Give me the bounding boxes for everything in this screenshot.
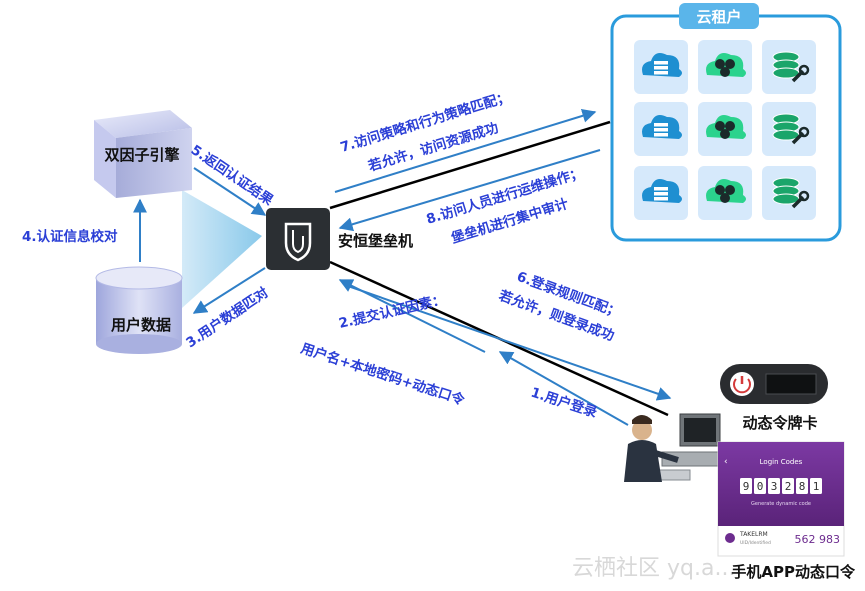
database-wrench-icon xyxy=(762,40,816,94)
user-at-computer-illustration xyxy=(624,413,727,482)
flow-arrows xyxy=(133,109,672,426)
dynamic-token-card: 动态令牌卡 xyxy=(720,364,828,432)
step-4-label: 4.认证信息校对 xyxy=(22,228,118,245)
shield-icon xyxy=(284,222,312,262)
cloud-server-icon xyxy=(634,40,688,94)
code-digit: 8 xyxy=(799,480,806,493)
cloud-hex-icon xyxy=(698,166,752,220)
bastion-host: 安恒堡垒机 xyxy=(266,208,413,270)
code-digit-box xyxy=(796,478,808,494)
person-head xyxy=(632,420,652,440)
code-digit-box xyxy=(810,478,822,494)
arrow-step-3 xyxy=(192,267,266,314)
step-2-label-line2: 用户名+本地密码+动态口令 xyxy=(299,340,467,409)
code-digit-box xyxy=(782,478,794,494)
code-digit-box xyxy=(740,478,752,494)
bastion-to-cloud-line xyxy=(329,120,611,210)
cloud-tenant-panel: 云租户 xyxy=(610,3,842,242)
code-digit-box xyxy=(768,478,780,494)
token-card-label: 动态令牌卡 xyxy=(742,414,817,432)
arrow-step-7 xyxy=(334,109,597,193)
arrow-step-1 xyxy=(498,351,629,426)
database-wrench-icon xyxy=(762,102,816,156)
mobile-app-label: 手机APP动态口令 xyxy=(731,563,856,581)
arrow-step-8 xyxy=(338,149,601,232)
arrow-step-5 xyxy=(193,167,267,216)
watermark: 云栖社区 yq.a... xyxy=(572,556,735,581)
code-digit: 3 xyxy=(771,480,778,493)
cloud-tenant-title: 云租户 xyxy=(696,8,741,26)
two-factor-engine-cube: 双因子引擎 xyxy=(94,110,192,198)
arrow-step-6 xyxy=(344,284,672,401)
arrow-step-2 xyxy=(338,279,486,353)
app-header: Login Codes xyxy=(760,458,803,466)
account-code: 562 983 xyxy=(795,533,841,546)
code-digit: 2 xyxy=(785,480,792,493)
account-name: TAKELRM xyxy=(739,531,768,538)
code-digit: 9 xyxy=(743,480,750,493)
bastion-label: 安恒堡垒机 xyxy=(338,232,413,250)
cloud-tenant-badge xyxy=(679,3,759,29)
cloud-hex-icon xyxy=(698,40,752,94)
user-database-cylinder: 用户数据 xyxy=(95,266,183,354)
cloud-server-icon xyxy=(634,102,688,156)
database-wrench-icon xyxy=(762,166,816,220)
beam-shape xyxy=(182,190,262,308)
code-digit: 0 xyxy=(757,480,764,493)
cloud-server-icon xyxy=(634,166,688,220)
cloud-hex-icon xyxy=(698,102,752,156)
app-caption: Generate dynamic code xyxy=(751,501,811,507)
step-5-label: 5.返回认证结果 xyxy=(188,141,277,209)
account-sub: UID/Identified xyxy=(740,540,771,546)
account-avatar-icon xyxy=(725,533,735,543)
back-chevron-icon[interactable]: ‹ xyxy=(724,457,728,467)
code-digit-box xyxy=(754,478,766,494)
engine-label: 双因子引擎 xyxy=(104,146,179,164)
user-db-label: 用户数据 xyxy=(111,316,171,334)
tenant-icon-grid xyxy=(634,40,816,220)
code-digit: 1 xyxy=(813,480,820,493)
